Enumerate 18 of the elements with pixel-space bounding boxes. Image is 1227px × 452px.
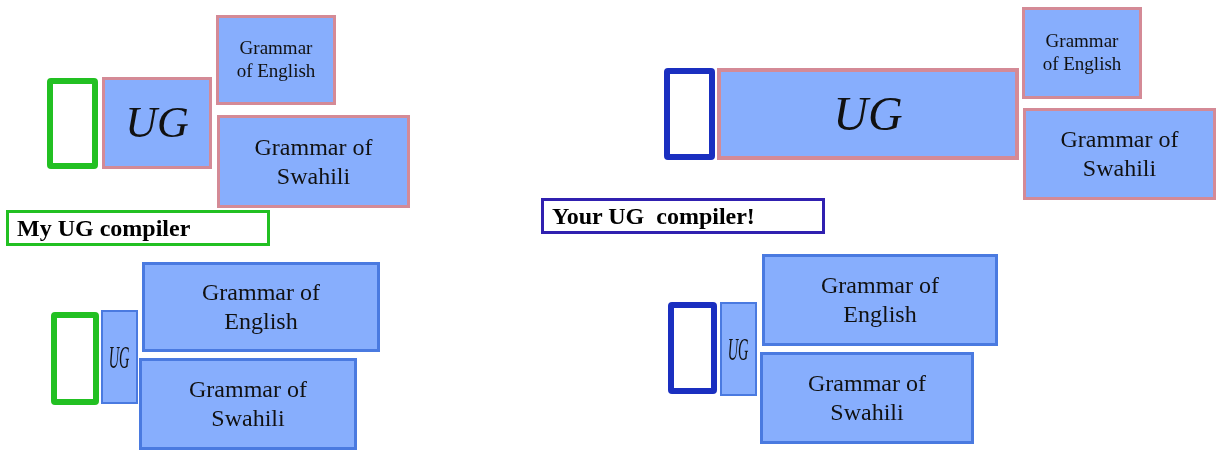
ug-box: UG (102, 77, 212, 169)
grammar-box: Grammar of Swahili (217, 115, 410, 208)
grammar-box: Grammar of English (1022, 7, 1142, 99)
grammar-box: Grammar of English (142, 262, 380, 352)
grammar-box: Grammar of Swahili (1023, 108, 1216, 200)
empty-box (47, 78, 98, 169)
compiler-label: Your UG compiler! (541, 198, 825, 234)
ug-box: UG (101, 310, 138, 404)
empty-box (664, 68, 715, 160)
empty-box (668, 302, 717, 394)
grammar-box: Grammar of English (762, 254, 998, 346)
empty-box (51, 312, 99, 405)
ug-box: UG (720, 302, 757, 396)
grammar-box: Grammar of Swahili (139, 358, 357, 450)
grammar-box: Grammar of English (216, 15, 336, 105)
grammar-box: Grammar of Swahili (760, 352, 974, 444)
compiler-label: My UG compiler (6, 210, 270, 246)
ug-box: UG (717, 68, 1019, 160)
